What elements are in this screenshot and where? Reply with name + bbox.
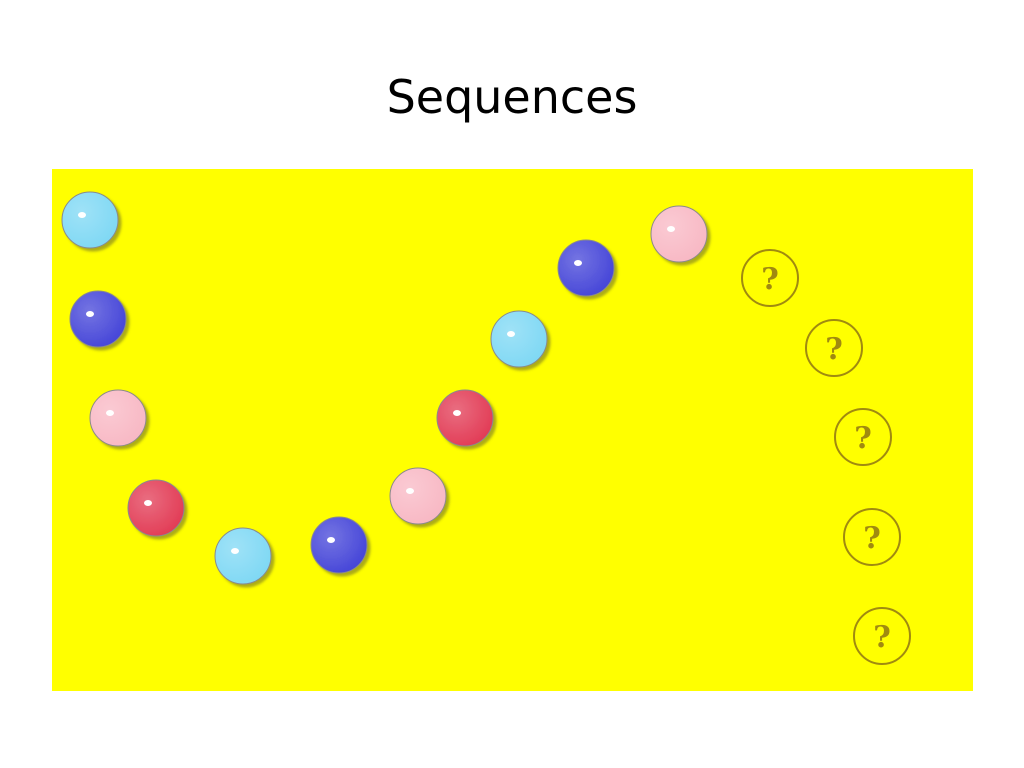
bead-highlight <box>327 537 335 543</box>
question-mark: ? <box>825 332 843 367</box>
unknown-bead: ? <box>843 508 901 566</box>
bead-highlight <box>231 548 239 554</box>
question-mark: ? <box>854 421 872 456</box>
bead-red <box>127 479 185 537</box>
sequence-canvas: ????? <box>52 169 973 691</box>
question-mark: ? <box>873 620 891 655</box>
bead-blue <box>69 290 127 348</box>
bead-highlight <box>574 260 582 266</box>
bead-light-blue <box>61 191 119 249</box>
bead-light-blue <box>490 310 548 368</box>
bead-highlight <box>106 410 114 416</box>
bead-red <box>436 389 494 447</box>
bead-pink <box>89 389 147 447</box>
bead-highlight <box>86 311 94 317</box>
bead-highlight <box>78 212 86 218</box>
bead-blue <box>557 239 615 297</box>
unknown-bead: ? <box>834 408 892 466</box>
bead-blue <box>310 516 368 574</box>
sequence-picture: ????? <box>52 169 973 691</box>
unknown-bead: ? <box>853 607 911 665</box>
slide-title: Sequences <box>386 70 638 124</box>
bead-highlight <box>144 500 152 506</box>
bead-highlight <box>406 488 414 494</box>
bead-pink <box>389 467 447 525</box>
unknown-bead: ? <box>741 249 799 307</box>
bead-pink <box>650 205 708 263</box>
question-mark: ? <box>761 262 779 297</box>
question-mark: ? <box>863 521 881 556</box>
beads-layer: ????? <box>61 191 911 665</box>
bead-highlight <box>453 410 461 416</box>
yellow-background <box>52 169 973 691</box>
unknown-bead: ? <box>805 319 863 377</box>
bead-light-blue <box>214 527 272 585</box>
bead-highlight <box>667 226 675 232</box>
bead-highlight <box>507 331 515 337</box>
